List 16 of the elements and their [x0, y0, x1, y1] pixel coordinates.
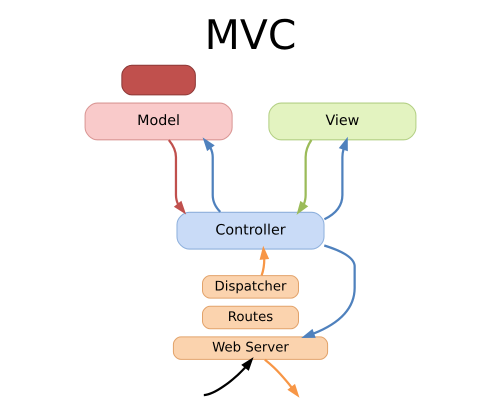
node-box: Dispatcher [202, 275, 298, 299]
node-box: Controller [176, 212, 324, 250]
arrow [259, 246, 269, 276]
arrow [300, 244, 356, 338]
arrow [203, 357, 254, 396]
node-box: Routes [202, 306, 298, 330]
node-box: Web Server [172, 336, 328, 360]
arrow [202, 137, 221, 213]
node-box: View [268, 102, 416, 140]
arrow [167, 139, 186, 215]
node-box: Model [84, 102, 232, 140]
node-box [120, 64, 196, 96]
arrow [296, 139, 312, 215]
arrow [323, 136, 348, 220]
diagram-title: MVC [204, 10, 296, 59]
arrow [264, 358, 299, 398]
